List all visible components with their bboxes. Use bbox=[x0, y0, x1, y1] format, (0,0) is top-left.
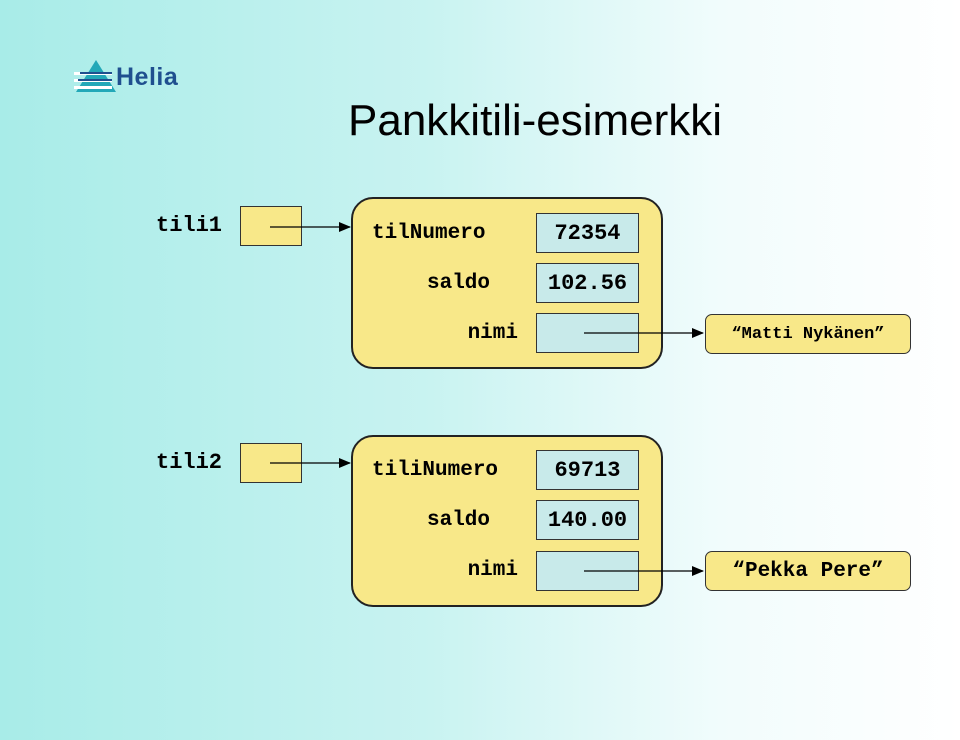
field-label-number: tiliNumero bbox=[372, 459, 499, 482]
variable-label-tili1: tili1 bbox=[156, 213, 223, 238]
field-value-balance: 140.00 bbox=[536, 500, 639, 540]
string-object-name-2: “Pekka Pere” bbox=[705, 551, 911, 591]
field-label-name: nimi bbox=[467, 559, 518, 582]
field-label-number: tilNumero bbox=[372, 222, 486, 245]
helia-logo-icon bbox=[74, 60, 116, 92]
reference-box-tili2 bbox=[240, 443, 302, 483]
field-value-number: 72354 bbox=[536, 213, 639, 253]
field-value-name-reference bbox=[536, 551, 639, 591]
field-value-number: 69713 bbox=[536, 450, 639, 490]
field-value-name-reference bbox=[536, 313, 639, 353]
field-label-balance: saldo bbox=[426, 272, 490, 295]
variable-label-tili2: tili2 bbox=[156, 450, 223, 475]
reference-box-tili1 bbox=[240, 206, 302, 246]
field-label-name: nimi bbox=[467, 322, 518, 345]
field-value-balance: 102.56 bbox=[536, 263, 639, 303]
field-label-balance: saldo bbox=[426, 509, 490, 532]
page-title: Pankkitili-esimerkki bbox=[348, 96, 723, 145]
string-object-name-1: “Matti Nykänen” bbox=[705, 314, 911, 354]
logo-text: Helia bbox=[116, 63, 179, 91]
